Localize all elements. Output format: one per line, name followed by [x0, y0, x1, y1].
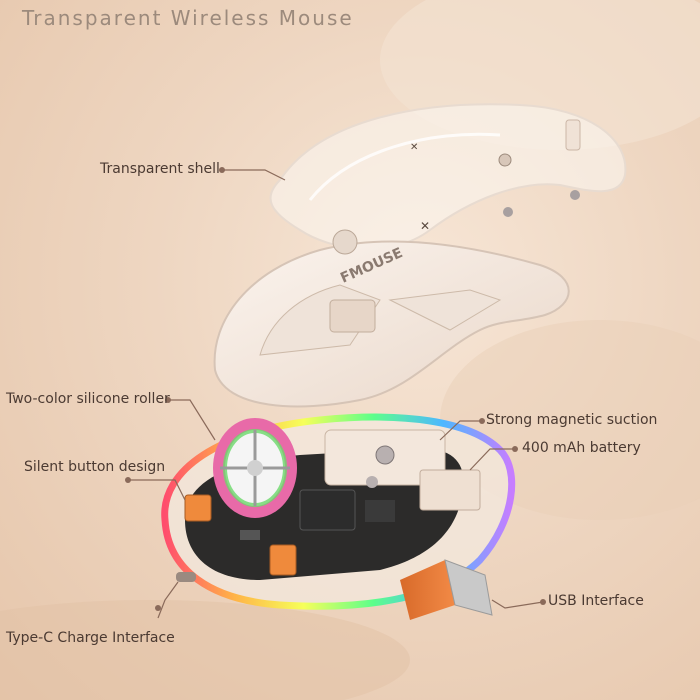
- svg-text:✕: ✕: [420, 219, 430, 233]
- label-transparent-shell: Transparent shell: [100, 161, 220, 177]
- label-typec-interface: Type-C Charge Interface: [6, 630, 175, 646]
- label-magnetic-suction: Strong magnetic suction: [486, 412, 658, 428]
- transparent-top-shell: ✕ ✕: [269, 103, 627, 250]
- callout-lines: [125, 167, 546, 619]
- page-title: Transparent Wireless Mouse: [22, 6, 354, 30]
- bottom-base: [161, 413, 516, 610]
- usb-dongle: [400, 559, 493, 620]
- label-usb-interface: USB Interface: [548, 593, 644, 609]
- inner-frame: FMOUSE: [213, 229, 570, 408]
- svg-text:✕: ✕: [410, 142, 418, 153]
- label-silicone-roller: Two-color silicone roller: [6, 391, 170, 407]
- label-silent-button: Silent button design: [24, 459, 166, 475]
- label-battery: 400 mAh battery: [522, 440, 641, 456]
